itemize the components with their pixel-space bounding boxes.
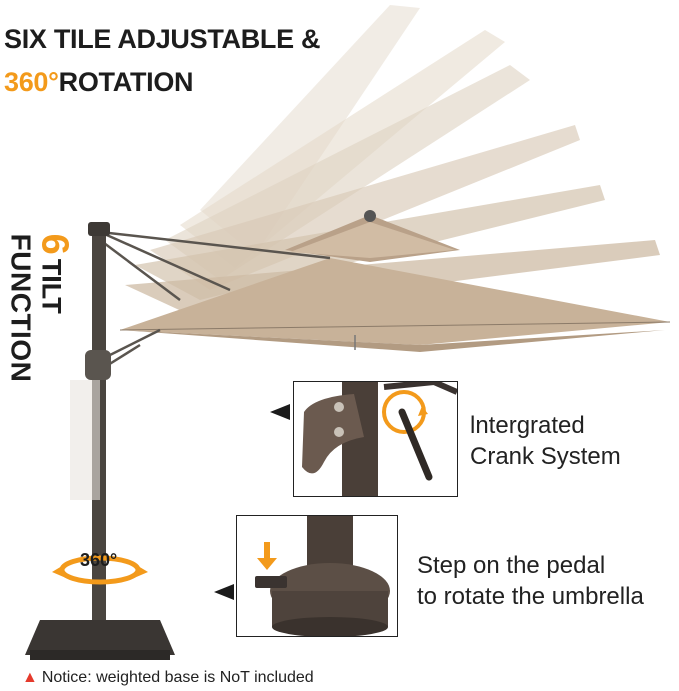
- rotate-arrow-icon: [52, 555, 148, 585]
- tilt-number: 6: [33, 233, 76, 255]
- warning-triangle-icon: ▲: [22, 669, 38, 686]
- function-word: FUNCTION: [5, 233, 37, 383]
- crank-detail-box: [293, 381, 458, 497]
- umbrella-pole: [70, 222, 111, 642]
- crank-callout-line2: Crank System: [470, 443, 621, 471]
- arrow-down-icon: [257, 542, 277, 570]
- headline-line1: SIX TILE ADJUSTABLE &: [4, 24, 321, 54]
- crank-callout-pointer: [270, 404, 290, 420]
- tilt-word: TILT: [36, 258, 67, 314]
- pedal-callout-line1: Step on the pedal: [417, 552, 606, 579]
- pedal-detail-box: [236, 515, 398, 637]
- pedal-detail-image: [255, 516, 390, 636]
- pedal-callout-pointer: [214, 584, 234, 600]
- notice-text: Notice: weighted base is NoT included: [41, 669, 314, 686]
- pedal-callout-text: Step on the pedal to rotate the umbrella: [417, 550, 644, 612]
- tilt-function-label: 6TILT FUNCTION: [0, 212, 80, 404]
- headline-line2: 360°ROTATION: [4, 61, 320, 104]
- pedal-callout-line2: to rotate the umbrella: [417, 583, 644, 611]
- umbrella-base: [25, 620, 175, 660]
- crank-detail-image: [302, 382, 457, 496]
- rotation-badge-label: 360°: [80, 550, 118, 570]
- headline-accent: 360°: [4, 66, 59, 97]
- notice-bar: ▲Notice: weighted base is NoT included: [22, 669, 314, 687]
- main-canopy: [119, 210, 671, 352]
- crank-callout-text: lntergrated Crank System: [470, 410, 621, 472]
- crank-callout-line1: lntergrated: [470, 412, 585, 439]
- headline-line2-rest: ROTATION: [58, 66, 194, 97]
- headline: SIX TILE ADJUSTABLE & 360°ROTATION: [4, 18, 321, 104]
